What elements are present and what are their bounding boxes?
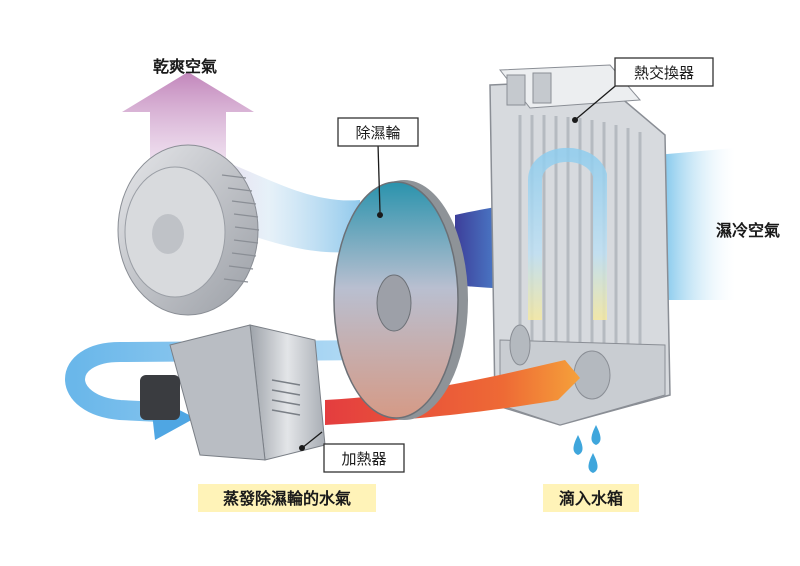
- svg-text:加熱器: 加熱器: [341, 450, 386, 468]
- svg-text:除濕輪: 除濕輪: [355, 124, 400, 142]
- svg-text:熱交換器: 熱交換器: [634, 64, 694, 82]
- exchanger-leader-line: [574, 81, 621, 121]
- label-heat-exchanger: 熱交換器: [614, 57, 714, 87]
- label-heater: 加熱器: [323, 443, 405, 473]
- leader-lines: [299, 81, 621, 451]
- label-humid-cool-air: 濕冷空氣: [716, 221, 780, 240]
- label-evaporated-moisture: 蒸發除濕輪的水氣: [198, 484, 376, 512]
- water-drop-icon: [573, 425, 601, 473]
- heater-unit-icon: [140, 324, 326, 461]
- label-dry-air: 乾爽空氣: [153, 57, 217, 76]
- centrifugal-fan-icon: [117, 144, 260, 316]
- dry-air-arrow: [122, 72, 254, 170]
- label-desiccant-wheel: 除濕輪: [337, 117, 419, 147]
- desiccant-wheel-icon: [333, 180, 468, 420]
- heat-exchanger-icon: [489, 64, 671, 426]
- wheel-leader-line: [377, 143, 381, 213]
- svg-text:蒸發除濕輪的水氣: 蒸發除濕輪的水氣: [223, 489, 351, 508]
- heater-leader-line: [301, 431, 323, 449]
- label-drip-to-tank: 滴入水箱: [543, 484, 639, 512]
- svg-text:滴入水箱: 滴入水箱: [559, 489, 623, 508]
